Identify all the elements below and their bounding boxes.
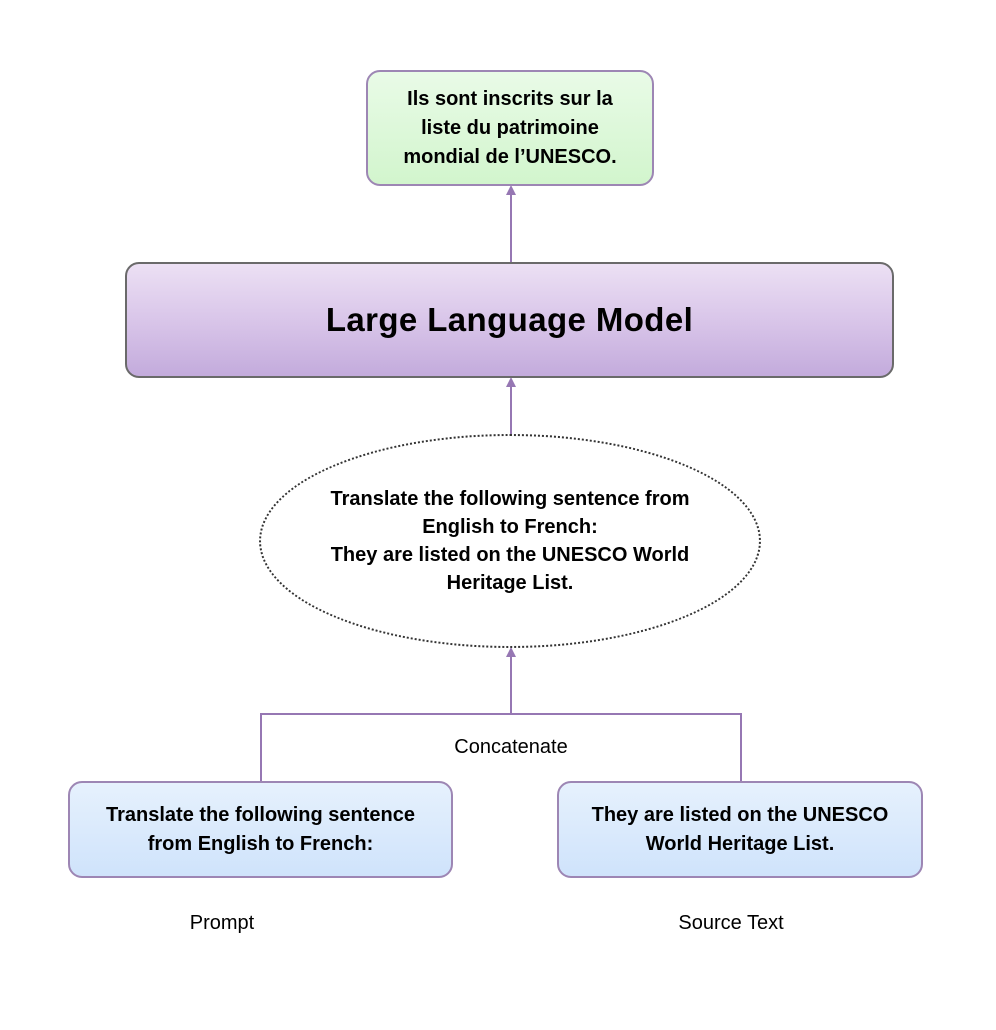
combined-line: Heritage List.	[446, 572, 574, 594]
combined-line: Translate the following sentence from	[330, 488, 690, 510]
combined-line: They are listed on the UNESCO World	[330, 544, 690, 566]
prompt-line: Translate the following sentence	[106, 803, 415, 826]
output-line: liste du patrimoine	[421, 116, 599, 139]
prompt-text: Translate the following sentence from En…	[106, 801, 415, 859]
output-text: Ils sont inscrits sur la liste du patrim…	[403, 85, 616, 172]
output-translation-box: Ils sont inscrits sur la liste du patrim…	[366, 70, 654, 186]
source-text: They are listed on the UNESCO World Heri…	[592, 801, 889, 859]
prompt-box: Translate the following sentence from En…	[68, 781, 453, 878]
source-line: They are listed on the UNESCO	[591, 803, 889, 826]
language-model-box: Large Language Model	[125, 262, 894, 378]
concatenate-label: Concatenate	[454, 736, 568, 758]
output-line: Ils sont inscrits sur la	[407, 87, 613, 110]
prompt-line: from English to French:	[147, 832, 374, 855]
prompt-caption: Prompt	[189, 912, 255, 934]
concatenate-bracket	[260, 713, 742, 781]
combined-input-ellipse: Translate the following sentence from En…	[259, 434, 761, 648]
combined-input-text: Translate the following sentence from En…	[331, 485, 690, 597]
output-line: mondial de l’UNESCO.	[403, 145, 617, 168]
source-text-box: They are listed on the UNESCO World Heri…	[557, 781, 923, 878]
source-line: World Heritage List.	[645, 832, 835, 855]
language-model-label: Large Language Model	[325, 301, 694, 338]
source-text-caption: Source Text	[678, 912, 784, 934]
combined-line: English to French:	[422, 516, 598, 538]
